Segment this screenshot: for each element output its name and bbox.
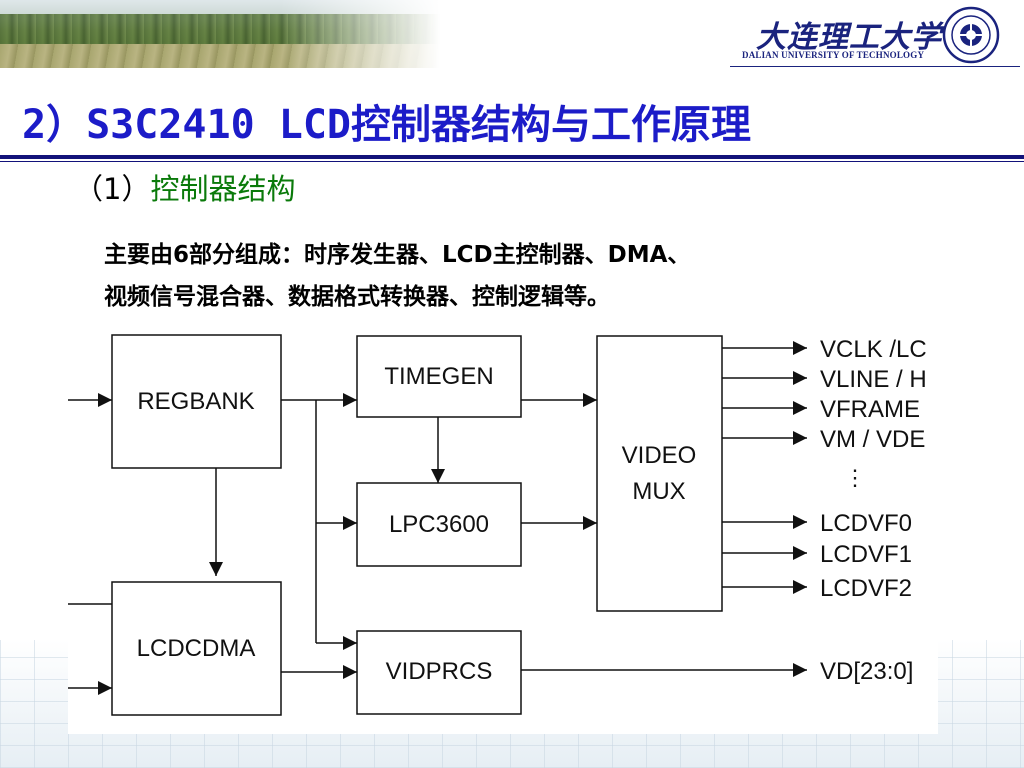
timegen-block [356, 335, 522, 418]
lcdcdma-block [111, 581, 282, 716]
videomux-block [596, 335, 723, 612]
description: 主要由6部分组成：时序发生器、LCD主控制器、DMA、 视频信号混合器、数据格式… [104, 234, 690, 318]
output-lcdvf1-label: LCDVF1 [820, 541, 912, 568]
subheading-number: （1） [74, 172, 151, 206]
output-lcdvf0-label: LCDVF0 [820, 510, 912, 537]
header-photo-banner [0, 0, 440, 68]
university-seal-icon [942, 6, 1000, 64]
lpc3600-label: LPC3600 [389, 511, 489, 538]
output-vd-label: VD[23:0] [820, 658, 913, 685]
lcdcdma-label: LCDCDMA [137, 635, 256, 662]
logo-underline [730, 66, 1020, 67]
university-name-en: DALIAN UNIVERSITY OF TECHNOLOGY [742, 50, 925, 60]
output-vm-label: VM / VDE [820, 426, 925, 453]
regbank-block [111, 334, 282, 469]
videomux-label-line2: MUX [632, 478, 685, 505]
output-ellipsis: ⋮ [844, 465, 866, 490]
lpc3600-block [356, 482, 522, 567]
description-line-2: 视频信号混合器、数据格式转换器、控制逻辑等。 [104, 284, 610, 310]
timegen-label: TIMEGEN [384, 363, 493, 390]
videomux-label-line1: VIDEO [622, 442, 697, 469]
vidprcs-label: VIDPRCS [386, 658, 493, 685]
output-vclk-label: VCLK /LC [820, 336, 927, 363]
output-lcdvf2-label: LCDVF2 [820, 575, 912, 602]
vidprcs-block [356, 630, 522, 715]
university-name: 大连理工大学 [756, 20, 942, 55]
output-vframe-label: VFRAME [820, 396, 920, 423]
subheading-text: 控制器结构 [150, 172, 296, 206]
output-vline-label: VLINE / H [820, 366, 927, 393]
subheading: （1）控制器结构 [74, 166, 295, 208]
description-line-1: 主要由6部分组成：时序发生器、LCD主控制器、DMA、 [104, 242, 691, 268]
title-divider [0, 155, 1024, 159]
regbank-label: REGBANK [137, 388, 254, 415]
slide-title: 2）S3C2410 LCD控制器结构与工作原理 [22, 102, 751, 148]
university-logo: 大连理工大学 DALIAN UNIVERSITY OF TECHNOLOGY [730, 4, 1020, 70]
title-divider-thin [0, 161, 1024, 162]
